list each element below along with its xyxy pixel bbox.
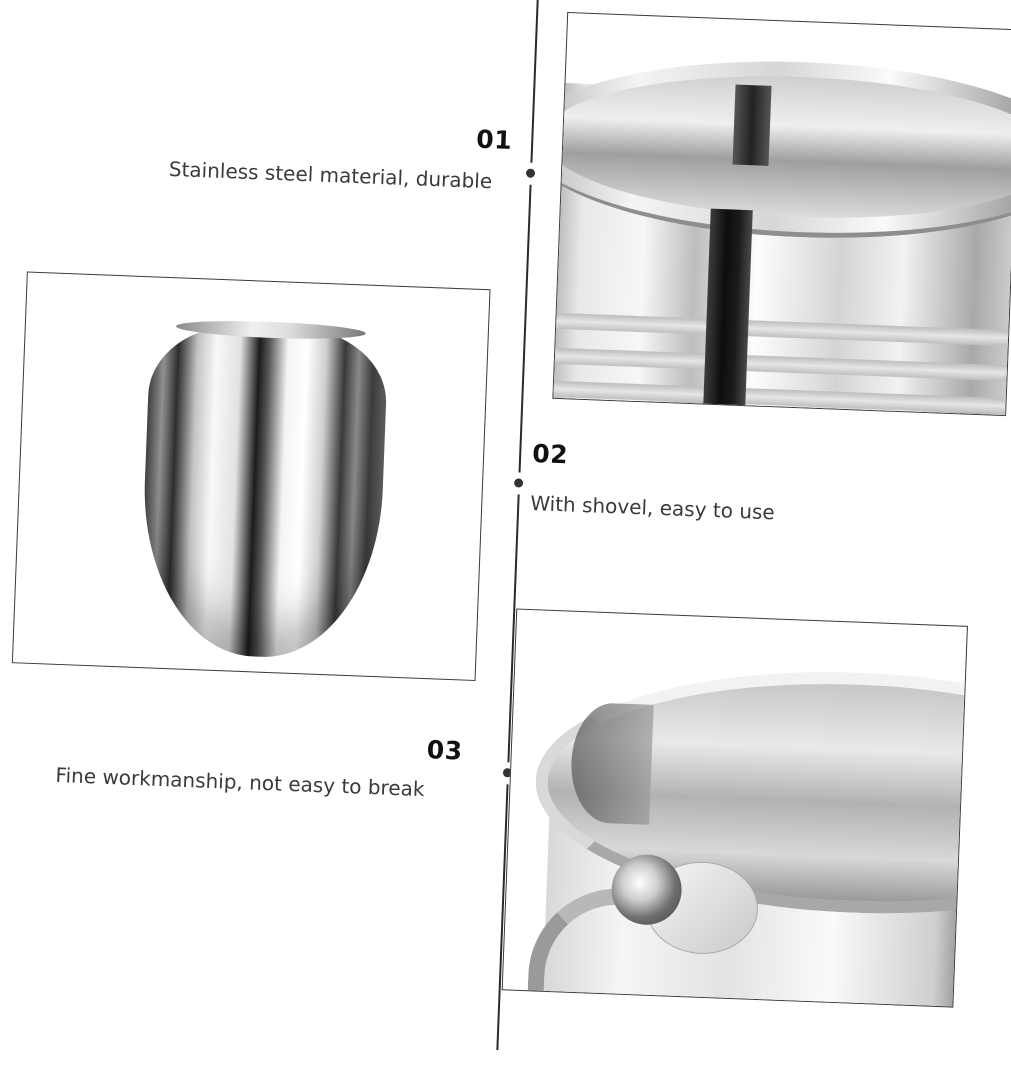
feature-image-2-cup xyxy=(11,271,491,681)
feature-number-2: 02 xyxy=(531,439,569,470)
feature-caption-1: Stainless steel material, durable xyxy=(168,156,493,194)
reflection-stripe xyxy=(732,84,772,166)
steel-cup xyxy=(138,322,389,662)
reflection-stripe xyxy=(701,208,753,417)
feature-image-3-bucket-handle xyxy=(501,608,968,1008)
feature-caption-2: With shovel, easy to use xyxy=(529,490,776,525)
infographic: 01 Stainless steel material, durable 02 … xyxy=(11,0,1011,1051)
feature-caption-3: Fine workmanship, not easy to break xyxy=(55,762,425,802)
feature-number-1: 01 xyxy=(475,124,513,155)
feature-image-1-bucket-rim xyxy=(552,12,1011,417)
feature-number-3: 03 xyxy=(426,735,464,766)
